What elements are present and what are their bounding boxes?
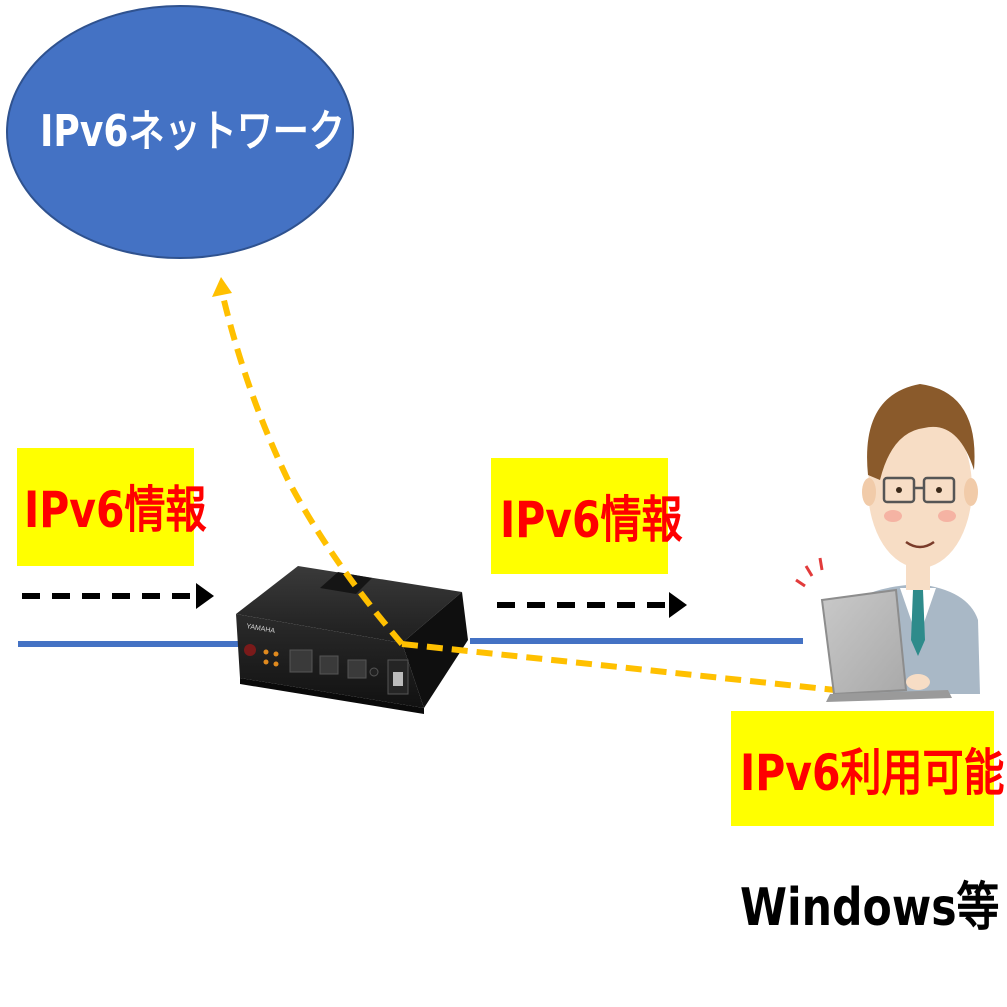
info-mid-highlight [491, 458, 668, 574]
person-at-laptop-icon [795, 384, 980, 702]
ipv6-upstream-flow [219, 291, 405, 646]
info-flow-arrow-left [22, 583, 214, 609]
info-left-highlight [17, 448, 194, 566]
network-label: IPv6ネットワーク [40, 106, 345, 157]
ipv6-network-ellipse [6, 5, 354, 259]
ipv6-downstream-flow [401, 641, 836, 693]
client-os-label: Windows等 [740, 878, 1000, 938]
router-device: YAMAHA [236, 566, 468, 714]
arrowhead-icon [196, 583, 214, 609]
arrowhead-icon [212, 277, 232, 297]
info-label-left: IPv6情報 [24, 481, 207, 539]
info-label-mid: IPv6情報 [500, 491, 683, 549]
avail-highlight [731, 711, 994, 826]
info-flow-arrow-right [497, 592, 687, 618]
ipv6-available-label: IPv6利用可能 [740, 744, 1005, 802]
arrowhead-icon [669, 592, 687, 618]
router-brand-mark: YAMAHA [246, 623, 276, 635]
